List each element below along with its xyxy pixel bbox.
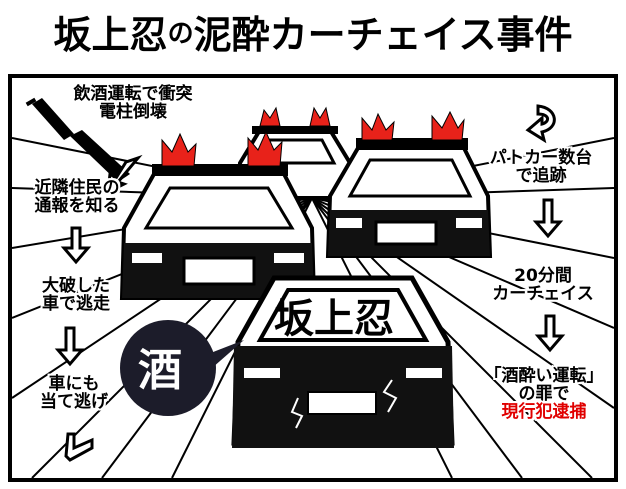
sake-speech-bubble: [120, 320, 244, 416]
caption-arrest: 「酒酔い運転」 の罪で 現行犯逮捕: [474, 366, 614, 422]
caption-escape: 大破した 車で逃走: [24, 276, 128, 314]
caption-neighbors-line1: 近隣住民の: [34, 178, 120, 198]
sake-bubble-text: 酒: [138, 345, 182, 396]
caption-pursuit: パトカー数台 で追跡: [474, 148, 608, 186]
caption-pursuit-line2: で追跡: [515, 165, 567, 186]
caption-arrest-line3: 現行犯逮捕: [501, 401, 587, 422]
caption-crash-line2: 電柱倒壊: [99, 101, 167, 122]
car-name-plate: 坂上忍: [274, 296, 394, 342]
police-car-right: [325, 110, 493, 258]
right-flow-arrows: [525, 104, 566, 353]
caption-arrest-line1: 「酒酔い運転」: [484, 366, 604, 386]
caption-crash: 飲酒運転で衝突 電柱倒壊: [68, 84, 198, 122]
caption-hit-and-run: 車にも 当て逃げ: [26, 374, 122, 412]
caption-neighbors-line2: 通報を知る: [34, 195, 120, 216]
title-name: 坂上忍: [53, 12, 168, 57]
title-incident: 泥酔カーチェイス事件: [193, 12, 573, 57]
caption-chase-line1: 20分間: [514, 266, 572, 286]
left-flow-arrows: [54, 154, 143, 462]
title-particle: の: [167, 18, 194, 49]
broken-pole-icon: [25, 97, 130, 182]
caption-hit-and-run-line1: 車にも: [48, 374, 100, 394]
caption-neighbors: 近隣住民の 通報を知る: [18, 178, 136, 216]
comic-panel: 飲酒運転で衝突 電柱倒壊 近隣住民の 通報を知る 大破した 車で逃走 車にも 当…: [8, 74, 618, 482]
page-title: 坂上忍の泥酔カーチェイス事件: [0, 0, 626, 62]
caption-arrest-line2: の罪で: [518, 383, 570, 404]
caption-chase-line2: カーチェイス: [492, 283, 594, 304]
caption-hit-and-run-line2: 当て逃げ: [40, 391, 108, 412]
police-car-left: [119, 130, 317, 300]
caption-crash-line1: 飲酒運転で衝突: [73, 84, 193, 104]
caption-pursuit-line1: パトカー数台: [489, 148, 593, 168]
caption-escape-line2: 車で逃走: [42, 293, 110, 314]
caption-escape-line1: 大破した: [42, 276, 110, 296]
caption-chase: 20分間 カーチェイス: [478, 266, 608, 304]
chase-scene-illustration: [12, 97, 614, 478]
suspect-car: [231, 275, 455, 448]
